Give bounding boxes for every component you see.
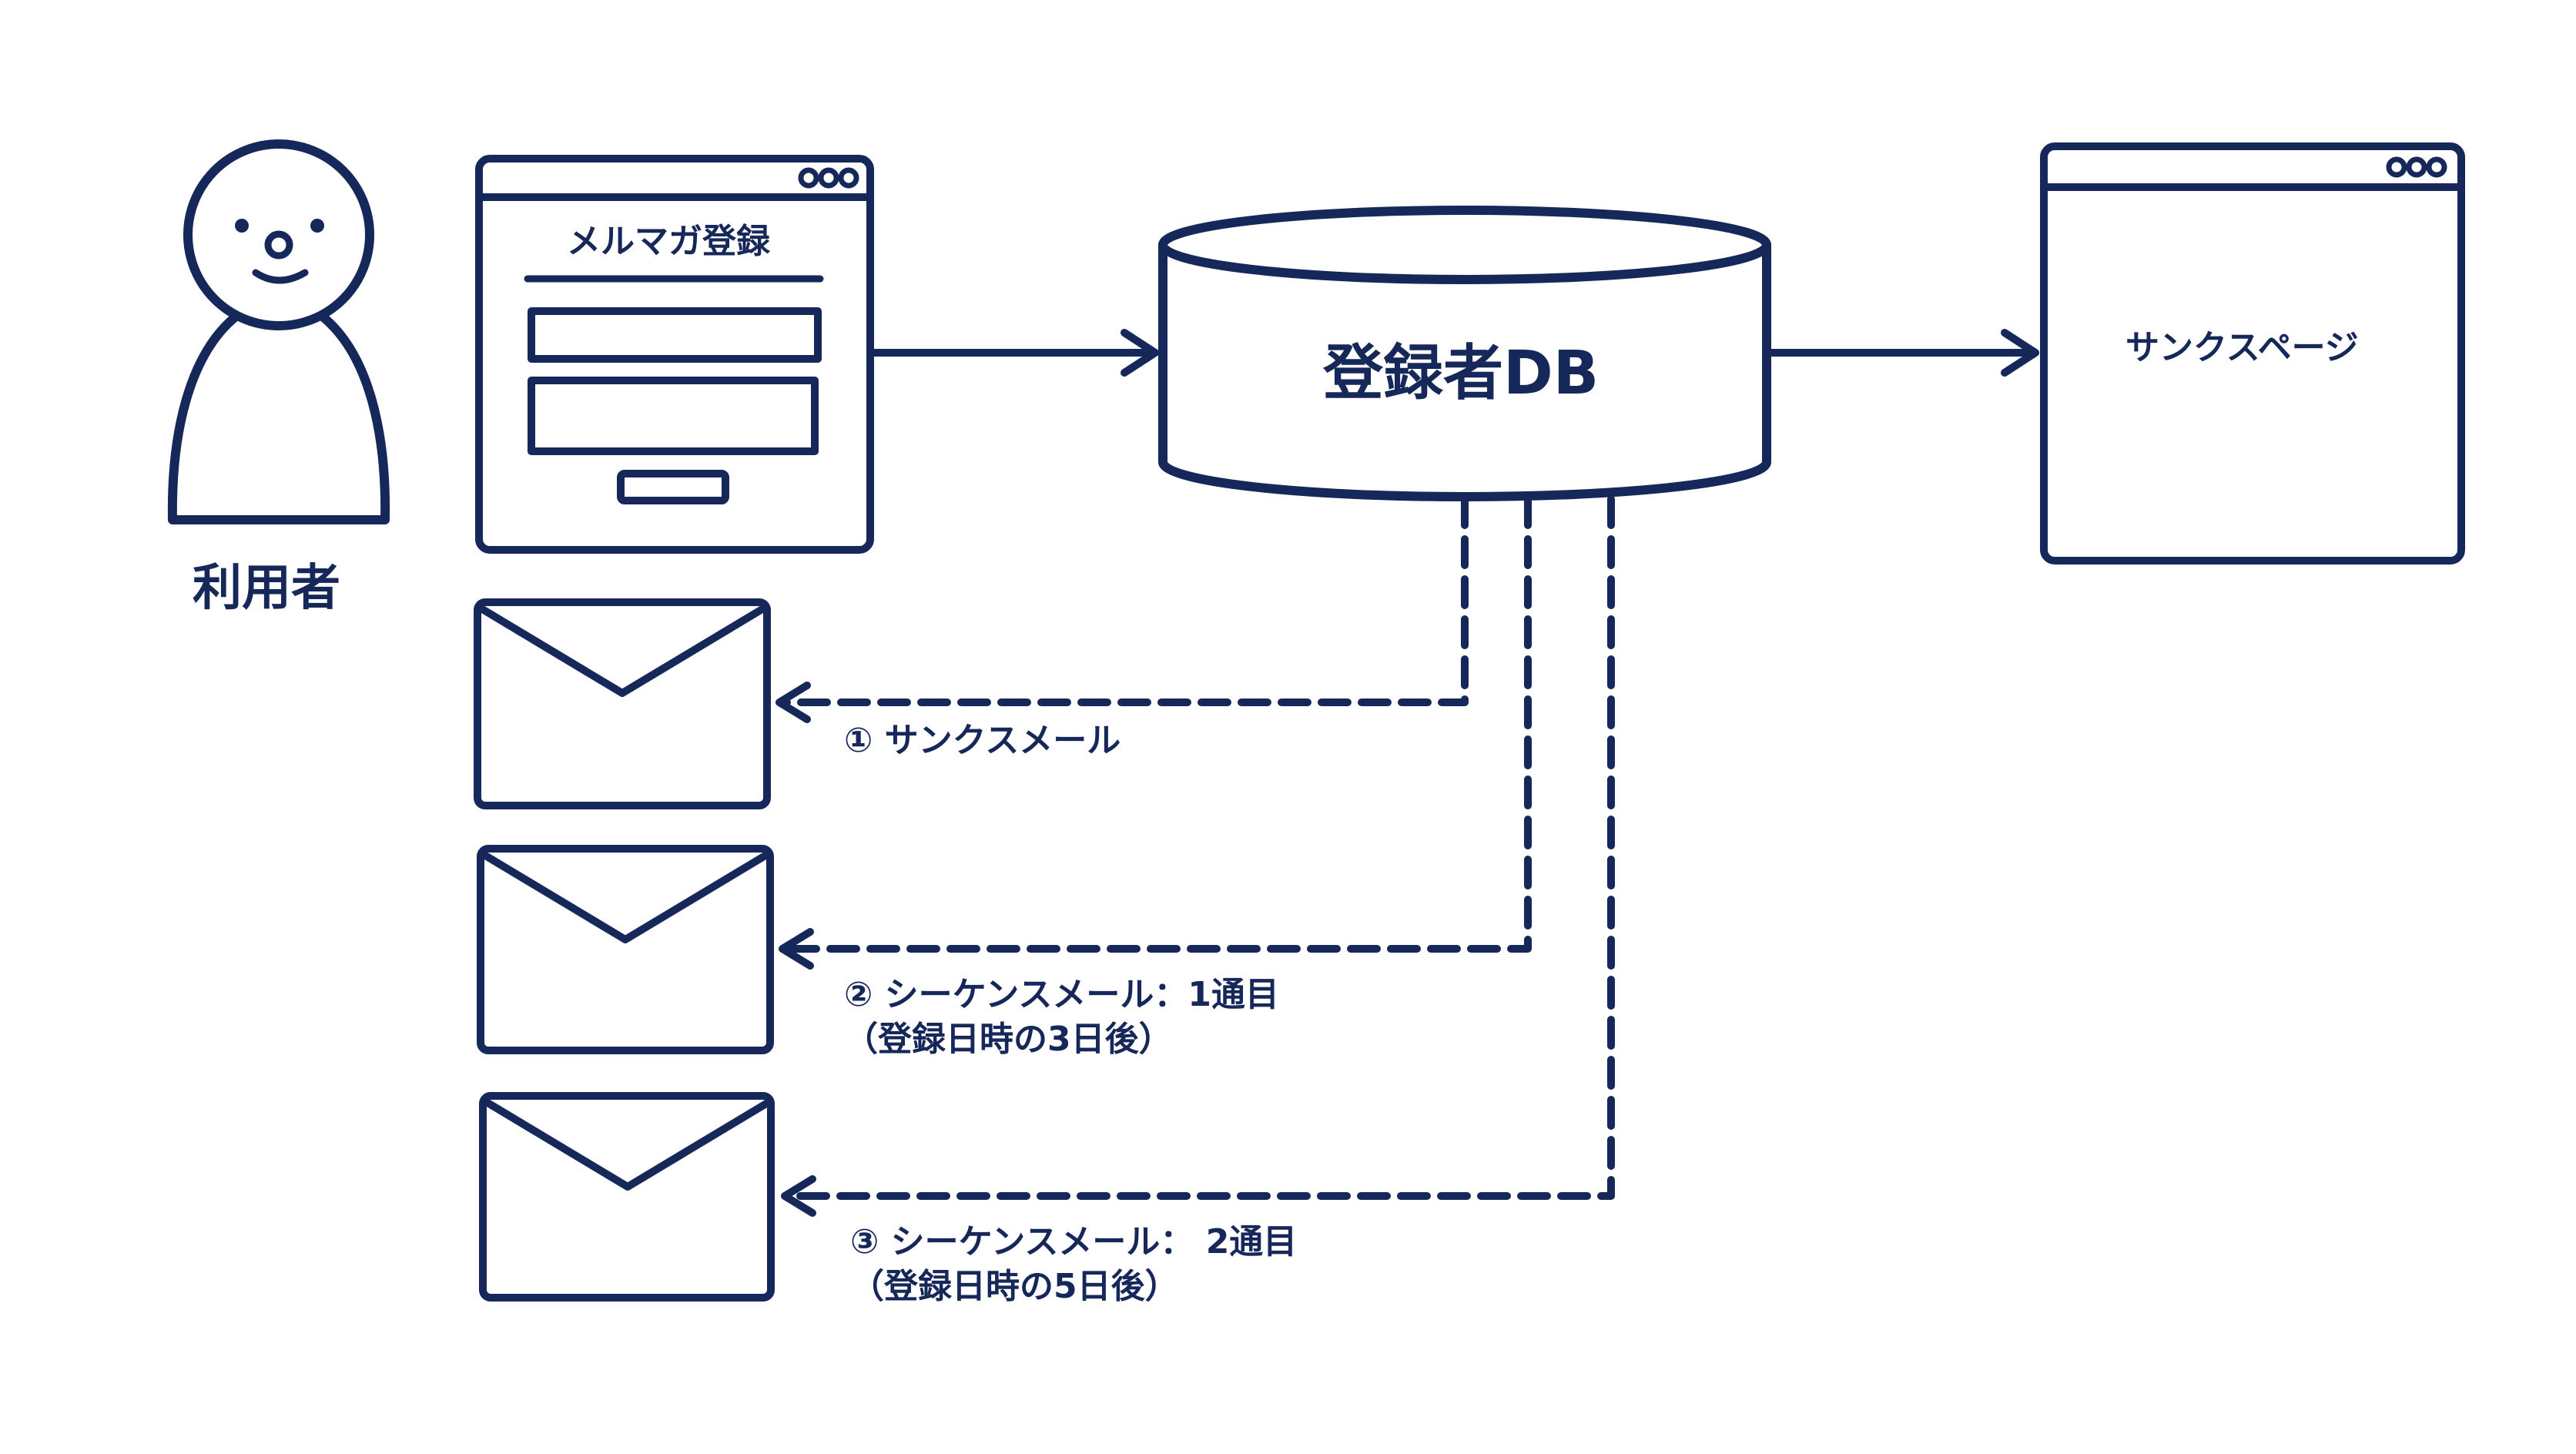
user-mouth xyxy=(252,269,309,284)
email-2-sublabel: （登録日時の3日後） xyxy=(844,1020,1173,1059)
database-label: 登録者DB xyxy=(1323,339,1600,408)
thanks-window-dot-icon xyxy=(2386,156,2407,178)
user-nose xyxy=(264,230,293,260)
arrow-form-to-db-head xyxy=(1121,329,1159,377)
email-envelope-3-body xyxy=(479,1092,775,1302)
email-3-sublabel: （登録日時の5日後） xyxy=(850,1267,1179,1306)
thanks-window-dot-icon xyxy=(2426,156,2447,178)
signup-window-dot-icon xyxy=(798,167,819,189)
thanks-window-dot-icon xyxy=(2406,156,2427,178)
signup-submit-button xyxy=(617,470,729,504)
dashed-arrows xyxy=(775,495,1615,1217)
user-body xyxy=(167,313,390,524)
arrow-db-to-email-2-head xyxy=(779,928,814,970)
signup-window-dot-icon xyxy=(818,167,839,189)
arrow-db-to-thanks-head xyxy=(2001,329,2039,377)
arrow-db-to-email-1 xyxy=(780,495,1469,706)
thanks-page-window xyxy=(2040,142,2465,565)
arrow-db-to-email-3-head xyxy=(781,1175,816,1217)
thanks-window-frame xyxy=(2040,142,2465,565)
user-eye-left xyxy=(235,219,249,233)
signup-window-frame xyxy=(475,155,874,554)
signup-form-window xyxy=(475,155,874,554)
user-label: 利用者 xyxy=(193,560,340,617)
email-envelope-3-icon xyxy=(479,1092,775,1302)
email-envelope-1-icon xyxy=(474,598,771,809)
email-envelope-1-flap xyxy=(480,606,765,697)
email-1-label: ① サンクスメール xyxy=(844,721,1121,760)
email-envelope-1-body xyxy=(474,598,771,809)
email-envelope-2-icon xyxy=(477,845,774,1054)
solid-arrows xyxy=(868,329,2039,377)
user-head xyxy=(183,139,374,330)
signup-form-title: メルマガ登録 xyxy=(567,222,770,261)
email-2-label: ② シーケンスメール：1通目 xyxy=(844,975,1279,1014)
user-eye-right xyxy=(310,219,324,233)
signup-input-field-2 xyxy=(528,377,819,455)
signup-input-field-1 xyxy=(528,307,822,363)
email-envelope-2-flap xyxy=(483,853,768,943)
email-envelope-2-body xyxy=(477,845,774,1054)
arrow-db-to-email-1-head xyxy=(775,682,811,723)
database-cylinder-top xyxy=(1158,206,1771,284)
arrow-db-to-email-2 xyxy=(783,495,1532,953)
arrow-db-to-email-3 xyxy=(786,495,1615,1200)
thanks-page-label: サンクスページ xyxy=(2125,328,2359,367)
user-figure-icon xyxy=(167,139,390,524)
email-envelope-3-flap xyxy=(485,1100,770,1191)
signup-window-dot-icon xyxy=(838,167,859,189)
email-3-label: ③ シーケンスメール： 2通目 xyxy=(850,1222,1298,1261)
